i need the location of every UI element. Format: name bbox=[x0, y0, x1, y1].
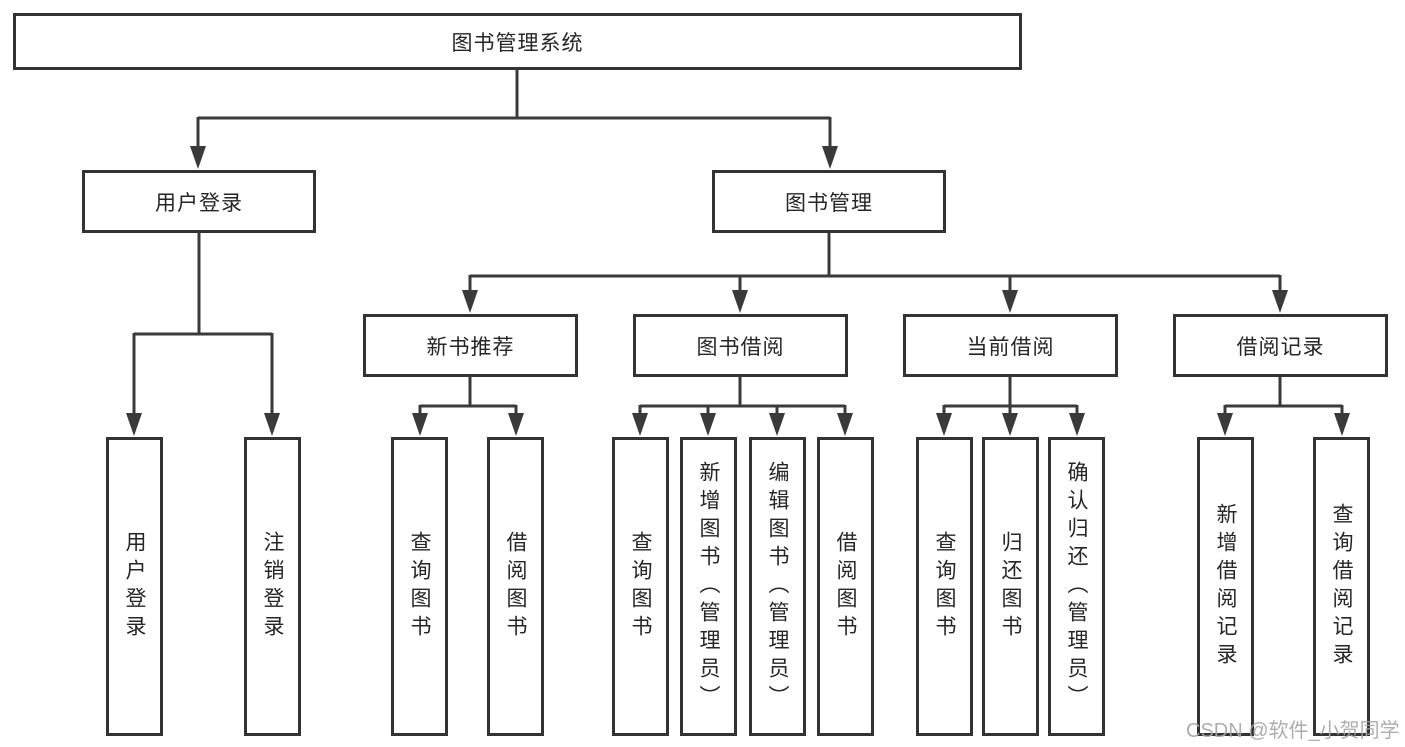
leaf-logout: 注销登录 bbox=[244, 437, 301, 736]
node-root-label: 图书管理系统 bbox=[451, 31, 584, 55]
node-user-login-label: 用户登录 bbox=[155, 191, 243, 215]
leaf-return-book-label: 归还图书 bbox=[999, 530, 1022, 643]
node-new-book-recommend-label: 新书推荐 bbox=[426, 335, 515, 359]
leaf-borrow-book-2: 借阅图书 bbox=[817, 437, 874, 736]
leaf-query-book-2: 查询图书 bbox=[612, 437, 669, 736]
node-borrow-record-label: 借阅记录 bbox=[1236, 335, 1325, 359]
leaf-add-book-admin-label: 新增图书（管理员） bbox=[697, 460, 720, 713]
leaf-borrow-book-1: 借阅图书 bbox=[487, 437, 544, 736]
node-book-borrow-label: 图书借阅 bbox=[696, 335, 785, 359]
leaf-borrow-book-2-label: 借阅图书 bbox=[834, 530, 857, 643]
leaf-add-borrow-record-label: 新增借阅记录 bbox=[1214, 502, 1237, 671]
node-user-login-module: 用户登录 bbox=[82, 170, 316, 233]
leaf-query-book-3-label: 查询图书 bbox=[933, 530, 956, 643]
node-book-management-module: 图书管理 bbox=[712, 170, 946, 233]
leaf-borrow-book-1-label: 借阅图书 bbox=[504, 530, 527, 643]
leaf-add-borrow-record: 新增借阅记录 bbox=[1197, 437, 1254, 736]
leaf-query-book-1: 查询图书 bbox=[391, 437, 448, 736]
node-current-borrow-label: 当前借阅 bbox=[966, 335, 1055, 359]
node-current-borrow: 当前借阅 bbox=[903, 314, 1118, 377]
node-new-book-recommend: 新书推荐 bbox=[363, 314, 578, 377]
leaf-query-book-2-label: 查询图书 bbox=[629, 530, 652, 643]
leaf-user-login-label: 用户登录 bbox=[123, 530, 146, 643]
csdn-watermark: CSDN @软件_小贺同学 bbox=[1186, 720, 1400, 742]
leaf-confirm-return-admin-label: 确认归还（管理员） bbox=[1065, 460, 1088, 713]
node-book-borrow: 图书借阅 bbox=[633, 314, 848, 377]
leaf-query-book-3: 查询图书 bbox=[916, 437, 973, 736]
node-borrow-record: 借阅记录 bbox=[1173, 314, 1388, 377]
leaf-query-borrow-record: 查询借阅记录 bbox=[1313, 437, 1370, 736]
leaf-user-login: 用户登录 bbox=[106, 437, 163, 736]
leaf-query-book-1-label: 查询图书 bbox=[408, 530, 431, 643]
leaf-edit-book-admin: 编辑图书（管理员） bbox=[749, 437, 806, 736]
leaf-logout-label: 注销登录 bbox=[261, 530, 284, 643]
node-root-system: 图书管理系统 bbox=[13, 13, 1022, 70]
leaf-add-book-admin: 新增图书（管理员） bbox=[680, 437, 737, 736]
leaf-edit-book-admin-label: 编辑图书（管理员） bbox=[766, 460, 789, 713]
node-book-management-label: 图书管理 bbox=[785, 191, 873, 215]
leaf-confirm-return-admin: 确认归还（管理员） bbox=[1048, 437, 1105, 736]
leaf-query-borrow-record-label: 查询借阅记录 bbox=[1330, 502, 1353, 671]
leaf-return-book: 归还图书 bbox=[982, 437, 1039, 736]
